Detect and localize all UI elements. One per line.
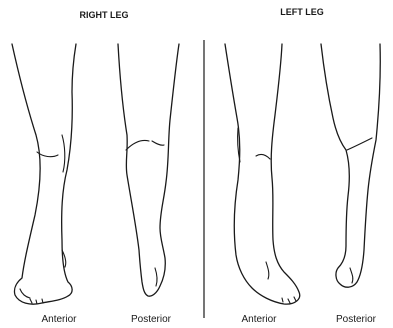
- right-leg-anterior-drawing: [12, 44, 76, 304]
- left-anterior-label: Anterior: [241, 314, 277, 325]
- left-posterior-label: Posterior: [336, 314, 377, 325]
- right-leg-posterior-drawing: [118, 44, 179, 296]
- left-leg-heading: LEFT LEG: [280, 7, 324, 17]
- left-leg-posterior-drawing: [321, 44, 380, 287]
- right-anterior-label: Anterior: [41, 314, 77, 325]
- left-leg-anterior-drawing: [225, 44, 300, 304]
- right-posterior-label: Posterior: [131, 314, 172, 325]
- right-leg-heading: RIGHT LEG: [80, 10, 129, 20]
